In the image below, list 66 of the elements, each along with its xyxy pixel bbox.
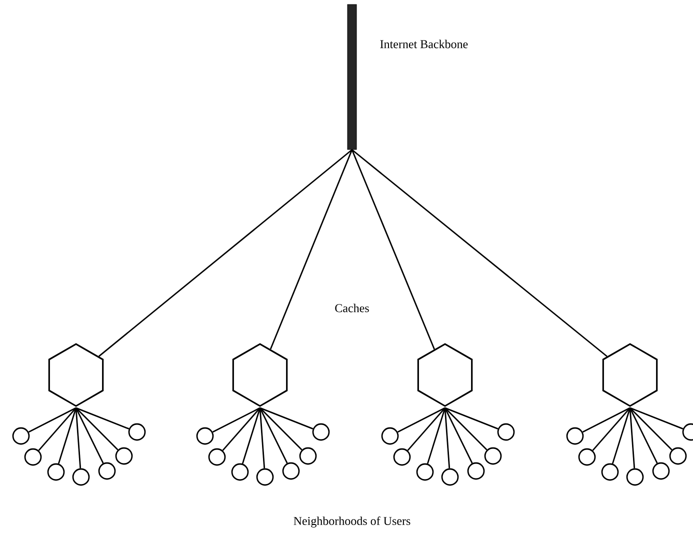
connector-line <box>76 407 118 450</box>
user-circle <box>484 447 502 465</box>
connector-line <box>75 408 104 464</box>
user-circle <box>256 468 274 486</box>
backbone-bar <box>347 4 357 150</box>
user-circle <box>128 423 146 441</box>
user-circle <box>601 463 619 481</box>
connector-line <box>260 407 314 430</box>
user-circle <box>72 468 90 486</box>
connector-line <box>444 407 498 430</box>
user-circle <box>652 462 670 480</box>
connector-line <box>38 407 77 451</box>
connector-line <box>592 407 631 451</box>
cache-hexagon <box>417 343 473 407</box>
group-label: Caches <box>335 304 369 312</box>
connector-line <box>75 408 82 468</box>
connector-line <box>629 408 658 464</box>
user-circle <box>47 463 65 481</box>
connector-line <box>98 149 352 357</box>
connector-line <box>222 407 261 451</box>
user-circle <box>24 448 42 466</box>
connector-line <box>444 408 473 464</box>
connector-line <box>212 407 260 433</box>
user-circle <box>299 447 317 465</box>
connector-line <box>260 407 302 450</box>
connector-line <box>629 408 636 468</box>
connector-line <box>270 149 353 350</box>
user-circle <box>208 448 226 466</box>
user-circle <box>566 427 584 445</box>
user-circle <box>196 427 214 445</box>
user-circle <box>441 468 459 486</box>
user-circle <box>467 462 485 480</box>
connector-line <box>352 149 608 357</box>
user-circle <box>381 427 399 445</box>
cache-hexagon <box>232 343 288 407</box>
user-circle <box>416 463 434 481</box>
cache-hexagon <box>602 343 658 407</box>
user-circle <box>312 423 330 441</box>
connector-line <box>444 407 488 450</box>
connector-line <box>407 407 446 451</box>
connector-line <box>426 408 446 464</box>
connector-line <box>76 407 130 430</box>
user-circle <box>12 427 30 445</box>
connector-line <box>259 408 288 464</box>
node-caption: Internet Backbone <box>380 40 468 48</box>
connector-line <box>582 407 630 433</box>
group-label: Neighborhoods of Users <box>294 516 410 528</box>
user-circle <box>393 448 411 466</box>
user-circle <box>626 468 644 486</box>
connector-line <box>612 408 631 464</box>
user-circle <box>282 462 300 480</box>
cache-hexagon <box>48 343 104 407</box>
connector-line <box>58 408 77 464</box>
user-circle <box>497 423 515 441</box>
connector-line <box>242 408 261 464</box>
user-circle <box>578 448 596 466</box>
user-circle <box>98 462 116 480</box>
user-circle <box>115 447 133 465</box>
connector-line <box>351 149 435 350</box>
connector-line <box>28 407 76 433</box>
connector-line <box>259 408 266 468</box>
connector-line <box>444 408 450 468</box>
connector-line <box>630 407 672 450</box>
connector-line <box>397 407 446 433</box>
user-circle <box>669 447 687 465</box>
user-circle <box>231 463 249 481</box>
